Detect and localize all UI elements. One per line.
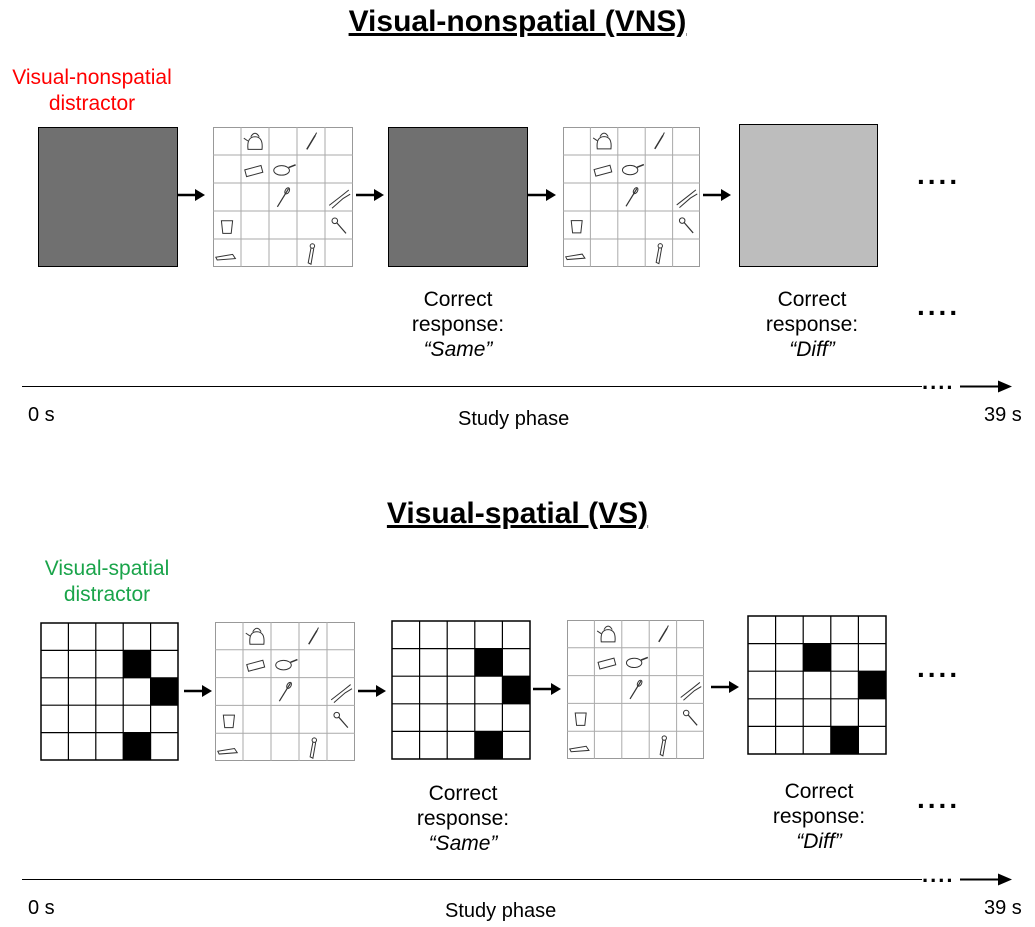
stapler-icon [246,659,266,672]
bucket-icon [220,220,234,234]
frying-pan-icon [625,656,649,669]
vns-axis-end-label: 39 s [984,404,1022,426]
arrow-icon [358,685,386,697]
vns-timeline-axis [22,386,922,387]
vns-distractor-label: Visual-nonspatial distractor [2,65,182,117]
filled-cell [502,676,530,704]
vs-phase-label: Study phase [445,900,557,922]
timeline-arrow-icon [960,380,1012,393]
filled-cell [123,732,151,760]
frying-pan-icon [273,164,296,176]
screwdriver-icon [625,187,639,207]
filled-cell [123,650,151,678]
arrow-icon [356,189,384,201]
key-icon [682,709,698,726]
vs-correct-response-same: Correct response: “Same” [416,782,510,855]
arrow-icon [184,685,212,697]
iron-icon [217,747,239,755]
vs-distractor-label-line1: Visual-spatial [44,557,170,580]
vs-distractor-label: Visual-spatial distractor [17,556,197,608]
iron-icon [564,253,586,261]
frying-pan-icon [275,658,298,671]
vs-timeline-axis [22,879,922,880]
vns-study-grid-2 [563,127,700,267]
key-icon [331,217,347,234]
vs-distractor-pattern-2 [391,620,531,760]
continuation-dots: .... [917,783,961,814]
stapler-icon [597,657,617,670]
key-icon [333,711,349,729]
timeline-continuation-dots: .... [922,862,955,887]
key-icon [678,217,694,234]
vs-distractor-pattern-1 [40,622,179,761]
vns-title: Visual-nonspatial (VNS) [348,5,687,38]
timeline-arrow-icon [960,873,1012,886]
filled-cell [150,677,178,706]
screwdriver-icon [278,681,292,702]
vns-distractor-label-line1: Visual-nonspatial [12,66,172,89]
pliers-icon [676,189,698,209]
continuation-dots: .... [917,159,961,190]
filled-cell [474,731,503,759]
continuation-dots: .... [917,290,961,321]
vns-axis-start-label: 0 s [28,404,55,426]
vns-distractor-panel-1 [38,127,178,267]
tie-icon [307,243,316,265]
arrow-icon [528,189,556,201]
kettle-icon [596,625,616,643]
filled-cell [803,643,831,672]
vns-phase-label: Study phase [458,408,570,430]
vns-distractor-label-line2: distractor [48,92,136,115]
pliers-icon [330,684,353,703]
stapler-icon [593,164,613,177]
pliers-icon [680,682,702,701]
vns-correct-response-same: Correct response: “Same” [411,288,505,361]
vs-axis-end-label: 39 s [984,897,1022,919]
vs-title: Visual-spatial (VS) [386,497,649,530]
candle-icon [308,627,319,645]
filled-cell [858,671,886,699]
screwdriver-icon [276,187,291,208]
stapler-icon [244,164,264,178]
tie-icon [655,243,663,265]
iron-icon [568,745,590,753]
kettle-icon [245,627,265,645]
pliers-icon [328,189,351,209]
vs-study-grid-2 [567,620,704,759]
filled-cell [474,648,503,677]
vns-study-grid-1 [213,127,353,267]
arrow-icon [533,683,561,695]
arrow-icon [177,189,205,201]
vs-distractor-pattern-3 [747,615,887,755]
iron-icon [215,253,237,261]
tie-icon [309,737,318,759]
candle-icon [306,132,318,150]
filled-cell [830,726,859,754]
arrow-icon [703,189,731,201]
vs-distractor-label-line2: distractor [63,583,151,606]
kettle-icon [243,132,263,150]
candle-icon [654,132,665,150]
bucket-icon [570,220,583,234]
continuation-dots: .... [917,652,961,683]
frying-pan-icon [621,163,645,176]
screwdriver-icon [629,679,643,700]
candle-icon [658,625,669,643]
vns-distractor-panel-2 [388,127,528,267]
arrow-icon [711,681,739,693]
tie-icon [659,735,667,757]
bucket-icon [574,712,587,726]
kettle-icon [592,132,612,150]
vns-correct-response-diff: Correct response: “Diff” [765,288,859,361]
bucket-icon [222,714,236,729]
vns-distractor-panel-3 [739,124,878,267]
vs-study-grid-1 [215,622,355,761]
vs-correct-response-diff: Correct response: “Diff” [772,780,866,853]
timeline-continuation-dots: .... [922,369,955,394]
vs-axis-start-label: 0 s [28,897,55,919]
